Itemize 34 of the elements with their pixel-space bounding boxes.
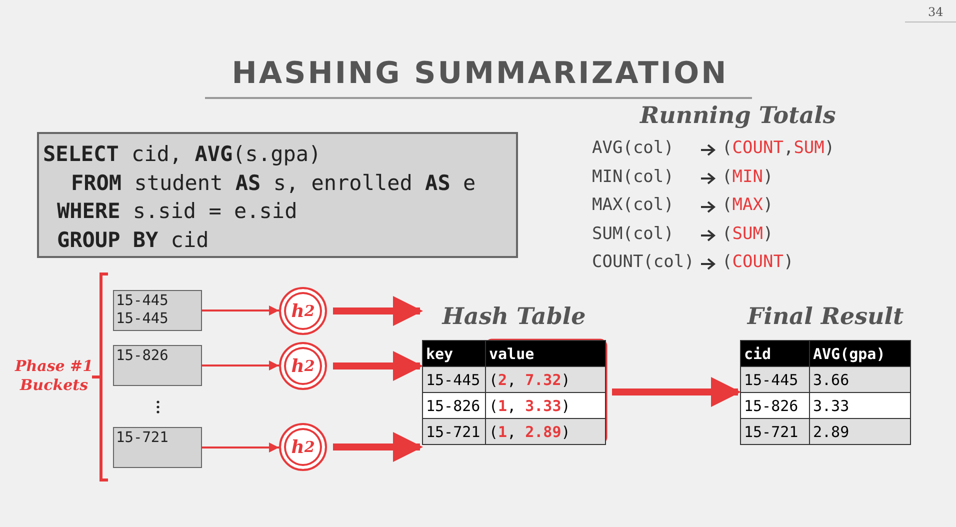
bracket-label: Phase #1 Buckets: [14, 357, 94, 395]
table-cell: 2.89: [810, 418, 910, 444]
slide-title: HASHING SUMMARIZATION: [230, 56, 730, 91]
bucket-box: 15-445 15-445: [113, 290, 202, 331]
function-text: AVG(col): [592, 138, 674, 158]
result-text: (COUNT,SUM): [722, 138, 835, 158]
function-text: MAX(col): [592, 195, 674, 215]
table-cell: (1, 2.89): [486, 418, 606, 444]
table-cell: 15-721: [740, 418, 810, 444]
arrow: [202, 306, 279, 316]
header-cell: cid: [740, 340, 810, 366]
table-heading: Final Result: [746, 302, 905, 332]
table-heading: Hash Table: [440, 302, 587, 332]
result-text: (COUNT): [722, 252, 794, 272]
function-text: COUNT(col): [592, 252, 694, 272]
function-text: MIN(col): [592, 166, 674, 186]
bucket-box: 15-826: [113, 345, 202, 386]
section-heading: Running Totals: [640, 102, 836, 129]
result-text: (MAX): [722, 195, 774, 215]
header-cell: value: [486, 340, 606, 366]
slide-number: 34: [928, 5, 944, 19]
function-text: SUM(col): [592, 224, 674, 244]
result-text: (SUM): [722, 224, 774, 244]
header-cell: key: [422, 340, 486, 366]
bucket-box: 15-721: [113, 427, 202, 468]
arrow: [612, 377, 741, 407]
arrow: [333, 296, 423, 326]
arrow: [333, 351, 423, 381]
table-cell: 15-721: [422, 418, 486, 444]
result-text: (MIN): [722, 166, 774, 186]
arrow: [333, 432, 423, 462]
code-box: SELECT cid, AVG(s.gpa) FROM student AS s, enrolled AS e WHERE s.sid = e.sid GROUP BY cid: [37, 132, 518, 258]
arrow: [202, 360, 279, 370]
arrow: [202, 442, 279, 452]
